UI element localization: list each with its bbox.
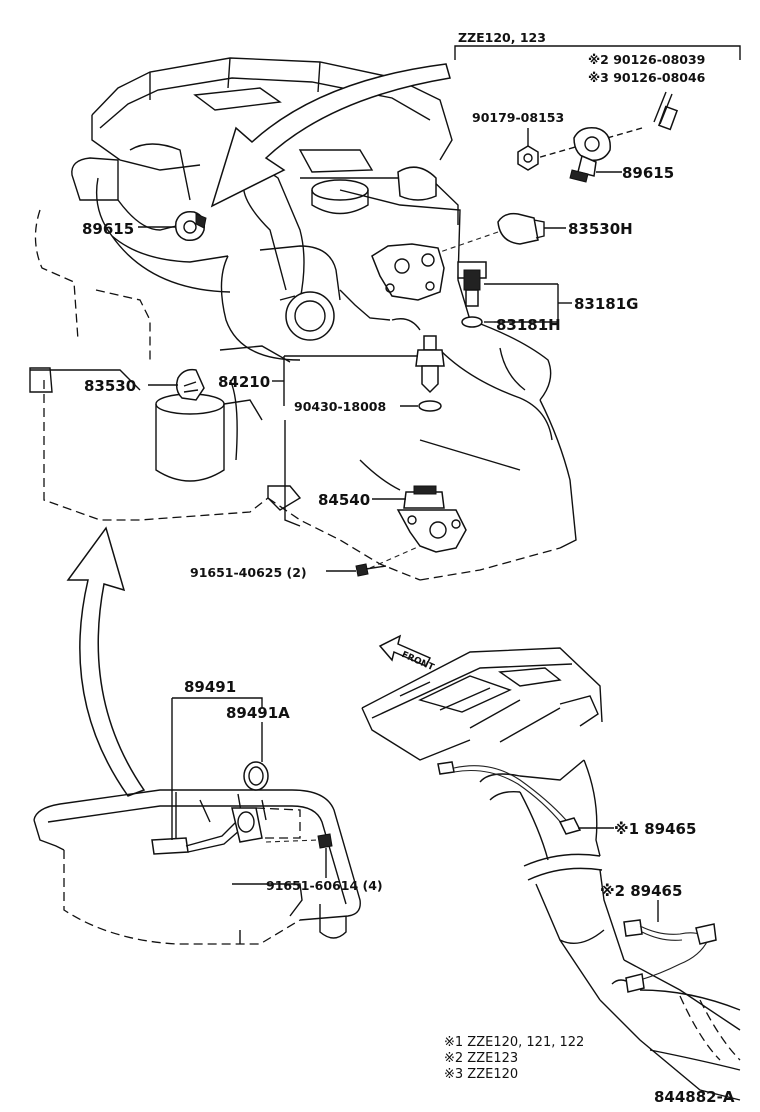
assembly-arrow-left <box>66 526 146 797</box>
note-3-bolt-label: ※3 90126-08046 <box>588 70 706 85</box>
oil-level-sensor: 89491 89491A 91651-60614 (4) <box>151 678 383 893</box>
footnote-2: ※2 ZZE123 <box>444 1051 518 1066</box>
model-bracket: ZZE120, 123 ※2 90126-08039 ※3 90126-0804… <box>454 30 741 85</box>
oil-level-gasket-label: 89491A <box>226 704 290 722</box>
nut: 90179-08153 <box>472 110 564 171</box>
note-2-bolt-label: ※2 90126-08039 <box>588 52 705 67</box>
diagram-code: 844882-A <box>654 1088 735 1106</box>
temperature-sensor: 84210 90430-18008 <box>218 335 445 414</box>
knock-sensor-left-label: 89615 <box>82 220 134 238</box>
model-bracket-label: ZZE120, 123 <box>458 30 546 45</box>
neutral-switch: 84540 <box>318 485 467 569</box>
exhaust-system <box>361 647 741 1101</box>
o2-sensor-2: ※2 89465 <box>600 882 717 993</box>
assembly-arrow-top <box>210 63 451 208</box>
footnotes: ※1 ZZE120, 121, 122 ※2 ZZE123 ※3 ZZE120 <box>444 1035 584 1082</box>
knock-sensor-left: 89615 <box>82 210 207 242</box>
speed-sensor-left-label: 83530 <box>84 377 136 395</box>
o2-sensor-2-label: ※2 89465 <box>600 882 682 900</box>
neutral-switch-label: 84540 <box>318 491 370 509</box>
oil-level-sensor-label: 89491 <box>184 678 236 696</box>
footnote-1: ※1 ZZE120, 121, 122 <box>444 1035 584 1050</box>
o2-sensor-1-label: ※1 89465 <box>614 820 696 838</box>
switch-bolt-label: 91651-40625 (2) <box>190 565 307 580</box>
speed-sensor-h: 83530H <box>439 212 633 253</box>
knock-sensor-right: 89615 <box>569 126 674 183</box>
speed-sensor-h-label: 83530H <box>568 220 633 238</box>
knock-sensor-right-label: 89615 <box>622 164 674 182</box>
speed-sensor-left: 83530 <box>84 368 205 401</box>
knock-sensor-bolt <box>529 91 679 161</box>
temperature-sensor-label: 84210 <box>218 373 270 391</box>
oil-level-bolt-label: 91651-60614 (4) <box>266 878 383 893</box>
speed-sensor-assembly: 83181G 83181H <box>371 243 639 334</box>
nut-label: 90179-08153 <box>472 110 564 125</box>
front-indicator: FRONT <box>378 634 436 673</box>
speed-sensor-assy-label: 83181G <box>574 295 639 313</box>
switch-bolt: 91651-40625 (2) <box>190 563 387 580</box>
speed-sensor-sub-label: 83181H <box>496 316 561 334</box>
o2-sensor-1: ※1 89465 <box>437 761 696 838</box>
oil-pan <box>33 789 361 945</box>
footnote-3: ※3 ZZE120 <box>444 1067 518 1082</box>
gasket-label: 90430-18008 <box>294 399 386 414</box>
engine-assembly <box>29 57 577 581</box>
